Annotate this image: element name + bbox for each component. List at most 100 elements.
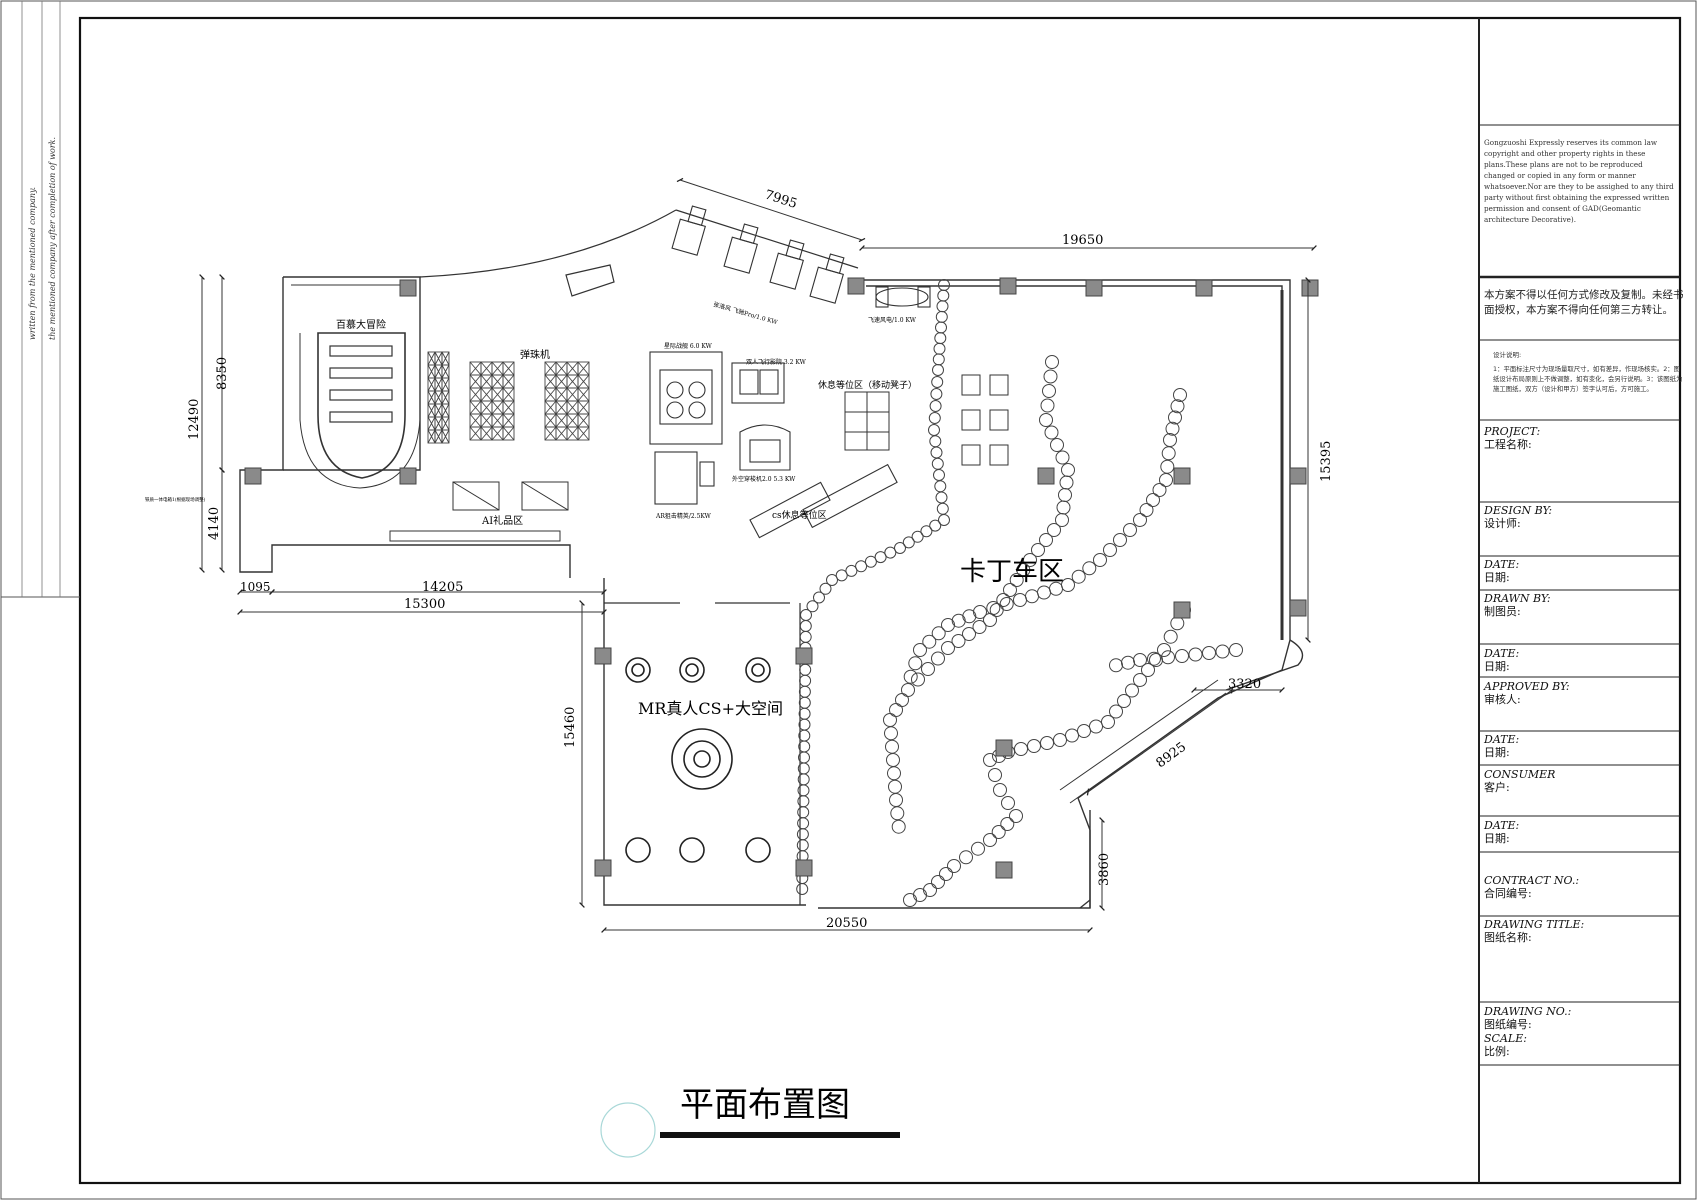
field-design-by: DESIGN BY: 设计师: [1484,504,1552,530]
tire-barrier [929,435,942,448]
tire-barrier [941,641,955,655]
tire-barrier [874,551,887,564]
tire-barrier [886,753,900,767]
column [1173,601,1191,619]
tire-barrier [1053,733,1067,747]
tire-barrier [911,672,925,687]
label-motorbike: 飞速风电/1.0 KW [868,316,917,324]
tire-barrier [1113,533,1127,547]
tire-barrier [1016,563,1031,577]
tire-barrier [1056,500,1071,515]
tire-barrier [937,289,950,302]
tire-barrier [962,627,976,641]
column [999,277,1017,295]
dim-19650: 19650 [1062,233,1103,248]
tire-barrier [887,766,901,781]
field-label-en: DATE: [1484,819,1520,832]
label-starship: 星际战舰 6.0 KW [664,342,713,350]
field-scale: SCALE: 比例: [1484,1032,1527,1058]
tire-barrier [1040,398,1055,413]
tire-barrier [835,569,848,582]
tire-barrier [947,859,961,873]
tire-barrier [891,819,906,834]
field-approved-by: APPROVED BY: 审核人: [1484,680,1570,706]
tire-barrier [1089,719,1103,734]
column [399,279,417,297]
tire-barrier [1055,450,1070,465]
tire-barrier [1170,399,1185,414]
tire-barrier [1103,543,1117,557]
dim-3320: 3320 [1228,677,1261,692]
label-space-cabin: 外空穿梭机2.0 5.3 KW [732,475,796,483]
tire-barrier [991,825,1006,839]
notice-text: 本方案不得以任何方式修改及复制。未经书面授权，本方案不得向任何第三方转让。 [1484,289,1684,316]
field-label-cn: 日期: [1484,832,1510,845]
field-drawing-title: DRAWING TITLE: 图纸名称: [1484,918,1584,944]
dim-3860: 3860 [1097,853,1112,886]
column [1301,279,1319,297]
column [1289,599,1307,617]
tire-barrier [1152,483,1167,497]
field-label-cn: 合同编号: [1484,887,1532,900]
design-notes-title: 设计说明: [1493,351,1522,359]
field-label-en: CONSUMER [1484,768,1556,781]
tire-barrier [931,626,946,641]
column [399,467,417,485]
tire-barrier [1065,728,1079,743]
tire-barrier [1175,649,1189,663]
tire-barrier [819,582,832,595]
center-machines [649,351,791,505]
tire-barrier [1170,616,1185,631]
tire-barrier [883,713,897,727]
tire-barrier [1037,585,1051,600]
tire-barrier [935,321,947,334]
column [1085,279,1103,297]
tire-barrier [797,806,810,819]
tire-barrier [798,707,811,720]
tire-barrier [1163,433,1177,447]
tire-barrier [1009,573,1024,587]
adventure-seats [329,345,393,423]
tire-barrier [799,620,812,632]
field-label-en: CONTRACT NO.: [1484,874,1580,887]
column [1173,467,1191,485]
field-label-cn: 客户: [1484,781,1510,794]
tire-barrier [931,651,945,666]
dim-15395: 15395 [1319,441,1334,482]
field-label-en: DATE: [1484,647,1520,660]
tire-barrier [797,817,810,830]
tire-barrier [903,669,918,684]
field-label-cn: 日期: [1484,571,1510,584]
tire-barrier [798,718,811,731]
mr-equipment [625,657,771,863]
dim-12490: 12490 [187,399,202,440]
tire-barrier [993,783,1007,797]
tire-barrier [796,883,809,895]
tire-barrier [889,793,903,807]
tire-barrier [1039,533,1053,547]
tire-barrier [928,412,941,424]
dim-1095: 1095 [240,580,271,594]
field-date-1: DATE: 日期: [1484,558,1519,584]
tire-barrier [932,364,944,376]
field-project: PROJECT: 工程名称: [1484,425,1540,451]
tire-barrier [1058,488,1072,502]
tire-barrier [930,446,943,459]
tire-barrier [1045,355,1059,369]
field-label-en: DATE: [1484,733,1520,746]
drawing-title: 平面布置图 [680,1085,850,1125]
tire-barrier [951,634,966,648]
tire-barrier [931,875,945,889]
field-contract-no: CONTRACT NO.: 合同编号: [1484,874,1579,900]
dim-4140: 4140 [207,507,222,540]
tire-barrier [1123,523,1137,537]
tire-barrier [936,300,949,313]
structural-columns [244,277,1319,879]
tire-barrier [799,663,812,676]
field-label-cn: 制图员: [1484,605,1521,618]
field-label-en: PROJECT: [1484,425,1541,438]
tire-barrier [1160,459,1175,474]
tire-barrier [1161,650,1175,665]
tire-barrier [928,424,940,436]
tire-barrier [796,828,809,841]
